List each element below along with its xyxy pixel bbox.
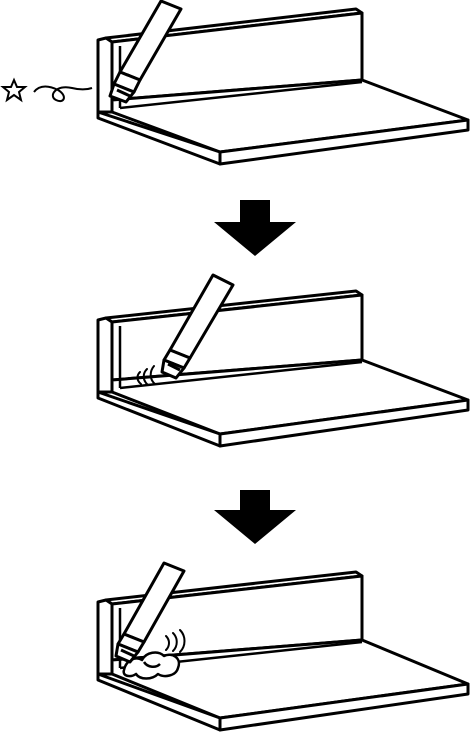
step-1-panel bbox=[0, 0, 470, 166]
down-arrow-1 bbox=[214, 200, 296, 256]
step-2-panel bbox=[96, 273, 470, 448]
step-2-pen-tool bbox=[160, 273, 235, 380]
step-3-bead-blob-icon bbox=[122, 651, 181, 680]
step-3-vibration-lines-icon bbox=[165, 629, 186, 653]
step-1-pen-tool bbox=[108, 0, 183, 104]
step-3-pen-tool bbox=[114, 561, 186, 664]
step-1-corner-bracket bbox=[96, 7, 470, 166]
step-1-star-spark-icon bbox=[0, 77, 93, 103]
step-2-corner-bracket bbox=[96, 289, 470, 448]
step-3-panel bbox=[96, 561, 470, 732]
step-2-inner-fold-line bbox=[118, 326, 363, 390]
down-arrow-2 bbox=[214, 490, 296, 544]
step-2-vibration-lines-icon bbox=[136, 365, 156, 386]
